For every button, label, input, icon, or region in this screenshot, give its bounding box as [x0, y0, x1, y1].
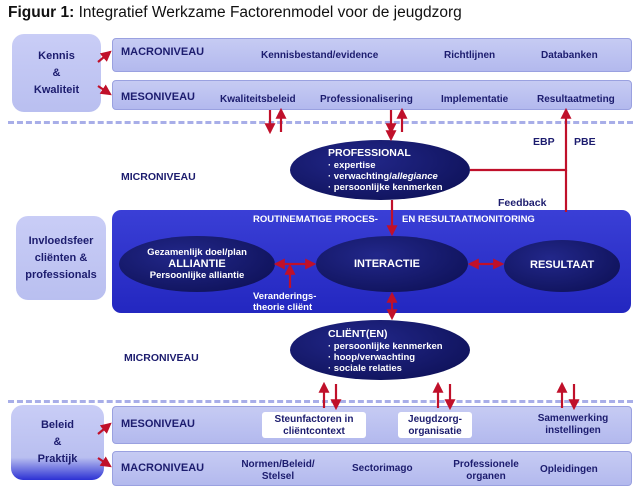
- top-macro-item-databanken: Databanken: [541, 50, 598, 61]
- professionele-line2: organen: [466, 471, 506, 482]
- separator-bottom: [8, 400, 633, 403]
- kennis-line1: Kennis: [38, 49, 75, 62]
- resultaat-ellipse: RESULTAAT: [504, 240, 620, 292]
- client-item-hoop: · hoop/verwachting: [328, 352, 416, 363]
- top-macro-bar: MACRONIVEAU Kennisbestand/evidence Richt…: [112, 38, 632, 72]
- sectorimago-label: Sectorimago: [352, 463, 413, 474]
- micro-bottom-label: MICRONIVEAU: [124, 352, 199, 364]
- routine-label-part2: EN RESULTAATMONITORING: [402, 214, 535, 225]
- bottom-macro-bar: MACRONIVEAU: [112, 451, 632, 486]
- top-meso-level: MESONIVEAU: [121, 91, 195, 103]
- top-macro-item-richtlijnen: Richtlijnen: [444, 50, 496, 61]
- professional-item-verwachting: · verwachting/allegiance: [328, 171, 438, 182]
- alliantie-line2: ALLIANTIE: [168, 258, 226, 270]
- figure-title-prefix: Figuur 1:: [8, 4, 75, 21]
- alliantie-line3: Persoonlijke alliantie: [149, 270, 245, 281]
- arrow-beleid-meso: [97, 422, 112, 435]
- figure-title: Figuur 1: Integratief Werkzame Factorenm…: [8, 4, 462, 22]
- top-meso-item-implementatie: Implementatie: [441, 94, 509, 105]
- client-item-sociale: · sociale relaties: [328, 363, 402, 374]
- resultaat-label: RESULTAAT: [530, 259, 595, 271]
- invloed-line2: cliënten &: [34, 251, 88, 264]
- beleid-line2: &: [53, 436, 62, 448]
- top-meso-item-resultaatmeting: Resultaatmeting: [537, 94, 615, 105]
- interactie-ellipse: INTERACTIE: [316, 236, 468, 292]
- beleid-line1: Beleid: [40, 419, 74, 431]
- alliantie-ellipse: Gezamenlijk doel/plan ALLIANTIE Persoonl…: [119, 236, 275, 292]
- ebp-label: EBP: [533, 136, 555, 148]
- invloed-line3: professionals: [25, 268, 97, 281]
- top-meso-item-kwaliteitsbeleid: Kwaliteitsbeleid: [220, 94, 296, 105]
- client-item-kenmerken: · persoonlijke kenmerken: [328, 341, 443, 352]
- micro-top-label: MICRONIVEAU: [121, 171, 196, 183]
- jeugdzorg-box: Jeugdzorg- organisatie: [398, 412, 472, 438]
- professional-item-kenmerken: · persoonlijke kenmerken: [328, 182, 443, 193]
- pbe-label: PBE: [574, 136, 596, 148]
- alliantie-line1: Gezamenlijk doel/plan: [147, 247, 247, 258]
- samenwerking-line1: Samenwerking: [537, 413, 609, 424]
- bottom-meso-bar: MESONIVEAU: [112, 406, 632, 444]
- opleidingen-label: Opleidingen: [540, 464, 598, 475]
- top-meso-item-professionalisering: Professionalisering: [320, 94, 413, 105]
- professional-ellipse: PROFESSIONAL · expertise · verwachting/a…: [290, 140, 470, 200]
- professional-item-allegiance: allegiance: [391, 171, 438, 182]
- beleid-line3: Praktijk: [37, 453, 78, 465]
- separator-top: [8, 121, 633, 124]
- routine-label-part1: ROUTINEMATIGE PROCES-: [253, 214, 378, 225]
- client-ellipse: CLIËNT(EN) · persoonlijke kenmerken · ho…: [290, 320, 470, 380]
- jeugd-line2: organisatie: [408, 426, 462, 437]
- professional-item-verwachting-text: · verwachting/: [328, 171, 392, 182]
- invloed-line1: Invloedsfeer: [28, 234, 94, 247]
- interactie-label: INTERACTIE: [354, 258, 420, 270]
- figure-title-text: Integratief Werkzame Factorenmodel voor …: [78, 4, 462, 21]
- top-meso-bar: MESONIVEAU Kwaliteitsbeleid Professional…: [112, 80, 632, 110]
- normen-line1: Normen/Beleid/: [241, 459, 315, 470]
- veranderings-line1: Veranderings-: [253, 291, 317, 302]
- invloedsfeer-box: Invloedsfeer cliënten & professionals: [16, 216, 106, 300]
- client-title: CLIËNT(EN): [328, 328, 388, 340]
- arrow-feedback-loop: [470, 107, 572, 172]
- veranderings-line2: theorie cliënt: [253, 302, 313, 313]
- kennis-line2: &: [52, 66, 61, 79]
- beleid-praktijk-box: Beleid & Praktijk: [11, 405, 104, 480]
- arrow-kennis-meso: [97, 84, 112, 96]
- steunfactoren-box: Steunfactoren in cliëntcontext: [262, 412, 366, 438]
- bottom-meso-level: MESONIVEAU: [121, 418, 195, 430]
- steun-line1: Steunfactoren in: [274, 414, 354, 425]
- professional-title: PROFESSIONAL: [328, 147, 411, 159]
- steun-line2: cliëntcontext: [283, 426, 345, 437]
- normen-line2: Stelsel: [261, 471, 295, 482]
- top-macro-level: MACRONIVEAU: [121, 46, 205, 58]
- kennis-kwaliteit-box: Kennis & Kwaliteit: [12, 34, 101, 112]
- bottom-macro-level: MACRONIVEAU: [121, 462, 205, 474]
- samenwerking-line2: instellingen: [545, 425, 601, 436]
- jeugd-line1: Jeugdzorg-: [408, 414, 462, 425]
- feedback-label: Feedback: [498, 197, 547, 209]
- top-macro-item-kennisbestand: Kennisbestand/evidence: [261, 50, 379, 61]
- arrow-kennis-macro: [97, 50, 112, 63]
- kennis-line3: Kwaliteit: [33, 83, 80, 96]
- professional-item-expertise: · expertise: [328, 160, 376, 171]
- professionele-line1: Professionele: [453, 459, 519, 470]
- arrow-beleid-macro: [97, 456, 112, 468]
